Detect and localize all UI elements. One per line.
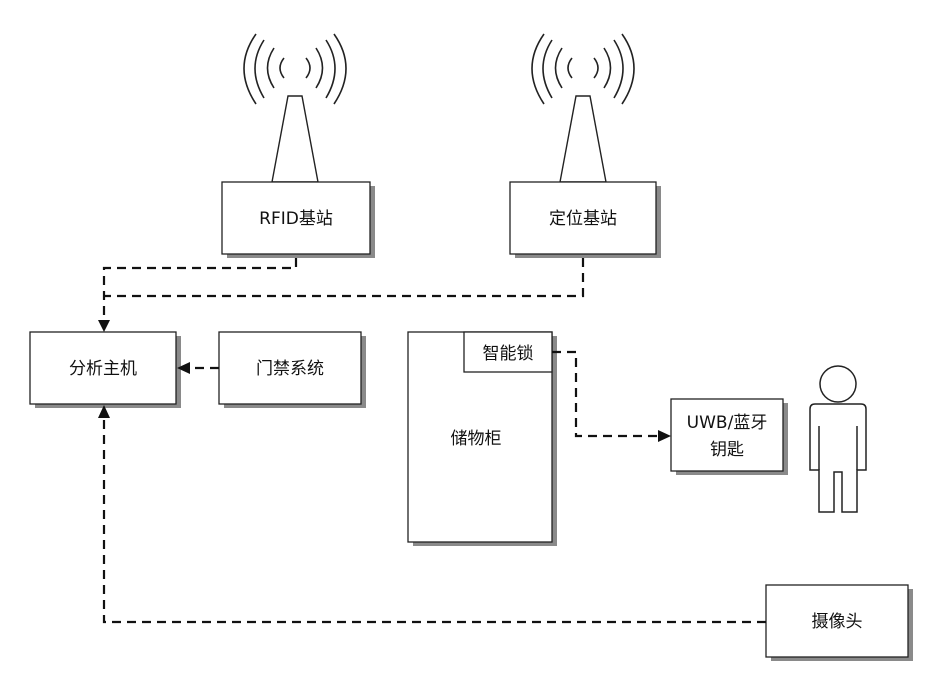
- uwb-bluetooth-key-node: UWB/蓝牙 钥匙: [671, 399, 788, 475]
- analysis-host-node: 分析主机: [30, 332, 181, 408]
- smart-lock-node: 智能锁: [464, 332, 552, 372]
- access-control-system-node: 门禁系统: [219, 332, 366, 408]
- rfid-base-station-node: RFID基站: [222, 182, 375, 258]
- link-access-control-to-host: [177, 362, 219, 374]
- antenna-tower-icon: [532, 34, 634, 182]
- positioning-base-station-label: 定位基站: [549, 209, 617, 229]
- uwb-bluetooth-key-label-line2: 钥匙: [710, 440, 744, 460]
- antenna-tower-icon: [244, 34, 346, 182]
- smart-lock-label: 智能锁: [483, 344, 534, 364]
- access-control-system-label: 门禁系统: [256, 359, 324, 379]
- arrow-into-host-top: [98, 320, 110, 332]
- storage-cabinet-label: 储物柜: [451, 429, 502, 449]
- rfid-base-station-label: RFID基站: [259, 209, 333, 229]
- analysis-host-label: 分析主机: [69, 359, 137, 379]
- camera-node: 摄像头: [766, 585, 913, 661]
- storage-cabinet-node: 储物柜 智能锁: [408, 332, 557, 546]
- camera-label: 摄像头: [812, 612, 863, 632]
- link-positioning-to-host: [104, 258, 583, 296]
- person-icon: [810, 366, 866, 512]
- link-smart-lock-to-key: [552, 352, 671, 442]
- uwb-bluetooth-key-label-line1: UWB/蓝牙: [687, 413, 768, 433]
- link-rfid-to-host: [104, 258, 296, 322]
- positioning-base-station-node: 定位基站: [510, 182, 661, 258]
